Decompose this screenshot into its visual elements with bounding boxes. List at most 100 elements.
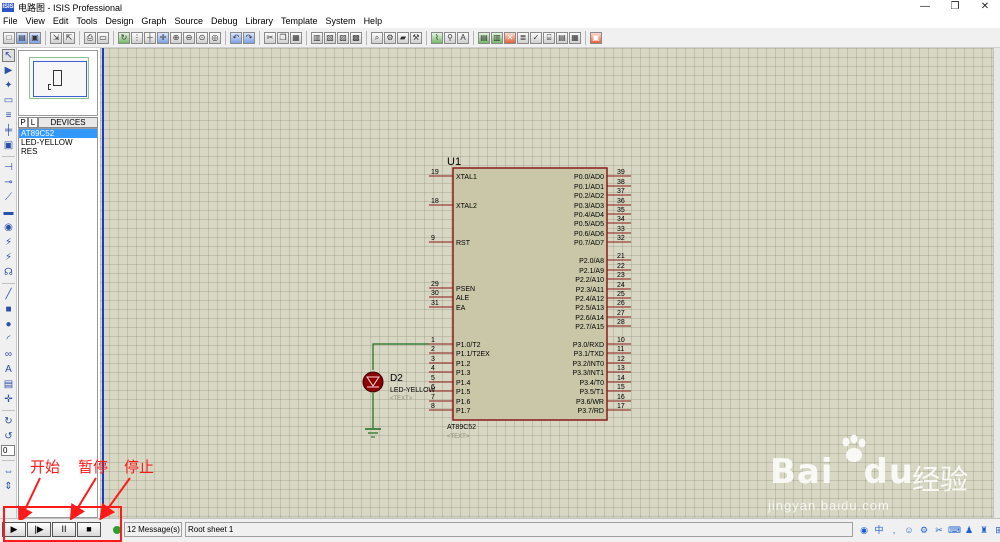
device-item-at89c52[interactable]: AT89C52 — [19, 129, 97, 138]
shirt-icon[interactable]: ♜ — [979, 524, 989, 535]
menu-system[interactable]: System — [325, 16, 356, 26]
junction-dot-icon[interactable]: ✦ — [4, 80, 13, 91]
open-file-icon[interactable]: ▤ — [16, 31, 28, 44]
punctuation-icon[interactable]: , — [892, 524, 896, 535]
device-item-res[interactable]: RES — [21, 147, 38, 156]
play-button[interactable]: ▶ — [2, 522, 26, 537]
current-probe-icon[interactable]: ⚡ — [4, 252, 13, 263]
marker-icon[interactable]: ✛ — [4, 394, 13, 405]
library-manager-tab[interactable]: L — [28, 117, 38, 128]
packaging-icon[interactable]: ▰ — [397, 31, 409, 44]
menu-file[interactable]: File — [3, 16, 18, 26]
component-mode-icon[interactable]: ▶ — [4, 65, 13, 76]
block-delete-icon[interactable]: ▩ — [350, 31, 362, 44]
circle-icon[interactable]: ● — [5, 319, 12, 330]
property-assign-icon[interactable]: A — [457, 31, 469, 44]
subcircuit-icon[interactable]: ▣ — [3, 140, 14, 151]
menu-help[interactable]: Help — [363, 16, 383, 26]
overview-window[interactable] — [18, 50, 98, 116]
menu-graph[interactable]: Graph — [141, 16, 167, 26]
decompose-icon[interactable]: ⚒ — [410, 31, 422, 44]
goto-sheet-icon[interactable]: ✕ — [504, 31, 516, 44]
wire-label-icon[interactable]: ▭ — [3, 95, 14, 106]
tools-icon[interactable]: ✂ — [935, 524, 943, 535]
grid-icon[interactable]: ⋮ — [131, 31, 143, 44]
origin-icon[interactable]: ┼ — [144, 31, 156, 44]
make-device-icon[interactable]: ⚙ — [384, 31, 396, 44]
menu-source[interactable]: Source — [174, 16, 203, 26]
design-explorer-icon[interactable]: ▤ — [556, 31, 568, 44]
redo-icon[interactable]: ↷ — [243, 31, 255, 44]
block-move-icon[interactable]: ▧ — [324, 31, 336, 44]
arc-icon[interactable]: ◜ — [6, 334, 11, 345]
zoom-in-icon[interactable]: ⊕ — [170, 31, 182, 44]
refresh-icon[interactable]: ↻ — [118, 31, 130, 44]
menu-template[interactable]: Template — [281, 16, 318, 26]
menu-tools[interactable]: Tools — [76, 16, 98, 26]
voltage-probe-icon[interactable]: ⚡ — [4, 237, 13, 248]
box-icon[interactable]: ■ — [5, 304, 12, 315]
zoom-all-icon[interactable]: ⊙ — [196, 31, 208, 44]
undo-icon[interactable]: ↶ — [230, 31, 242, 44]
copy-icon[interactable]: ❐ — [277, 31, 289, 44]
user-icon[interactable]: ♟ — [964, 524, 974, 535]
device-item-led-yellow[interactable]: LED-YELLOW — [21, 138, 73, 147]
close-button[interactable]: ✕ — [980, 1, 990, 12]
rotate-clockwise-icon[interactable]: ↻ — [4, 416, 13, 427]
remove-sheet-icon[interactable]: ▥ — [491, 31, 503, 44]
netlist-to-ares-icon[interactable]: ▣ — [590, 31, 602, 44]
rotate-anticlockwise-icon[interactable]: ↺ — [4, 431, 13, 442]
new-file-icon[interactable]: □ — [3, 31, 15, 44]
ime-icon[interactable]: ◉ — [860, 524, 868, 535]
zoom-out-icon[interactable]: ⊖ — [183, 31, 195, 44]
pause-button[interactable]: II — [52, 522, 76, 537]
terminals-icon[interactable]: ⊣ — [4, 162, 13, 173]
stop-button[interactable]: ■ — [77, 522, 101, 537]
search-tag-icon[interactable]: ⚲ — [444, 31, 456, 44]
block-copy-icon[interactable]: ▥ — [311, 31, 323, 44]
wire-autorouter-icon[interactable]: ⌇ — [431, 31, 443, 44]
chinese-input-icon[interactable]: 中 — [874, 524, 884, 535]
text-icon[interactable]: A — [5, 364, 12, 375]
step-button[interactable]: |▶ — [27, 522, 51, 537]
grid-apps-icon[interactable]: ⊞ — [995, 524, 1000, 535]
ares-icon[interactable]: ▦ — [569, 31, 581, 44]
netlist-icon[interactable]: ⌸ — [543, 31, 555, 44]
minimize-button[interactable]: — — [920, 1, 930, 12]
generator-icon[interactable]: ◉ — [4, 222, 13, 233]
line-icon[interactable]: ╱ — [5, 289, 12, 300]
mirror-horizontal-icon[interactable]: ⇔ — [3, 466, 14, 477]
virtual-instruments-icon[interactable]: ☊ — [4, 267, 13, 278]
new-sheet-icon[interactable]: ▤ — [478, 31, 490, 44]
keyboard-icon[interactable]: ⌨ — [948, 524, 961, 535]
bus-icon[interactable]: ╪ — [4, 125, 13, 136]
pick-device-icon[interactable]: ⌕ — [371, 31, 383, 44]
print-area-icon[interactable]: ▭ — [97, 31, 109, 44]
menu-library[interactable]: Library — [245, 16, 274, 26]
bill-of-materials-icon[interactable]: ≣ — [517, 31, 529, 44]
messages-count[interactable]: 12 Message(s) — [124, 522, 182, 537]
export-icon[interactable]: ⇱ — [63, 31, 75, 44]
maximize-button[interactable]: ❐ — [950, 1, 960, 12]
menu-design[interactable]: Design — [105, 16, 134, 26]
mirror-vertical-icon[interactable]: ⇕ — [4, 481, 13, 492]
print-icon[interactable]: ⎙ — [84, 31, 96, 44]
zoom-area-icon[interactable]: ◎ — [209, 31, 221, 44]
menu-edit[interactable]: Edit — [52, 16, 69, 26]
device-pins-icon[interactable]: ⊸ — [4, 177, 13, 188]
menu-debug[interactable]: Debug — [210, 16, 238, 26]
selection-mode-icon[interactable]: ↖ — [2, 49, 15, 62]
import-icon[interactable]: ⇲ — [50, 31, 62, 44]
menu-view[interactable]: View — [25, 16, 45, 26]
graph-icon[interactable]: ⟋ — [5, 192, 12, 203]
symbol-icon[interactable]: ▤ — [3, 379, 14, 390]
rotation-angle-field[interactable]: 0 — [1, 445, 15, 456]
block-rotate-icon[interactable]: ▨ — [337, 31, 349, 44]
emoji-icon[interactable]: ☺ — [904, 524, 914, 535]
settings-icon[interactable]: ⚙ — [919, 524, 929, 535]
pick-devices-tab[interactable]: P — [18, 117, 28, 128]
save-icon[interactable]: ▣ — [29, 31, 41, 44]
tape-recorder-icon[interactable]: ▬ — [3, 207, 14, 218]
path-icon[interactable]: ∞ — [4, 349, 13, 360]
